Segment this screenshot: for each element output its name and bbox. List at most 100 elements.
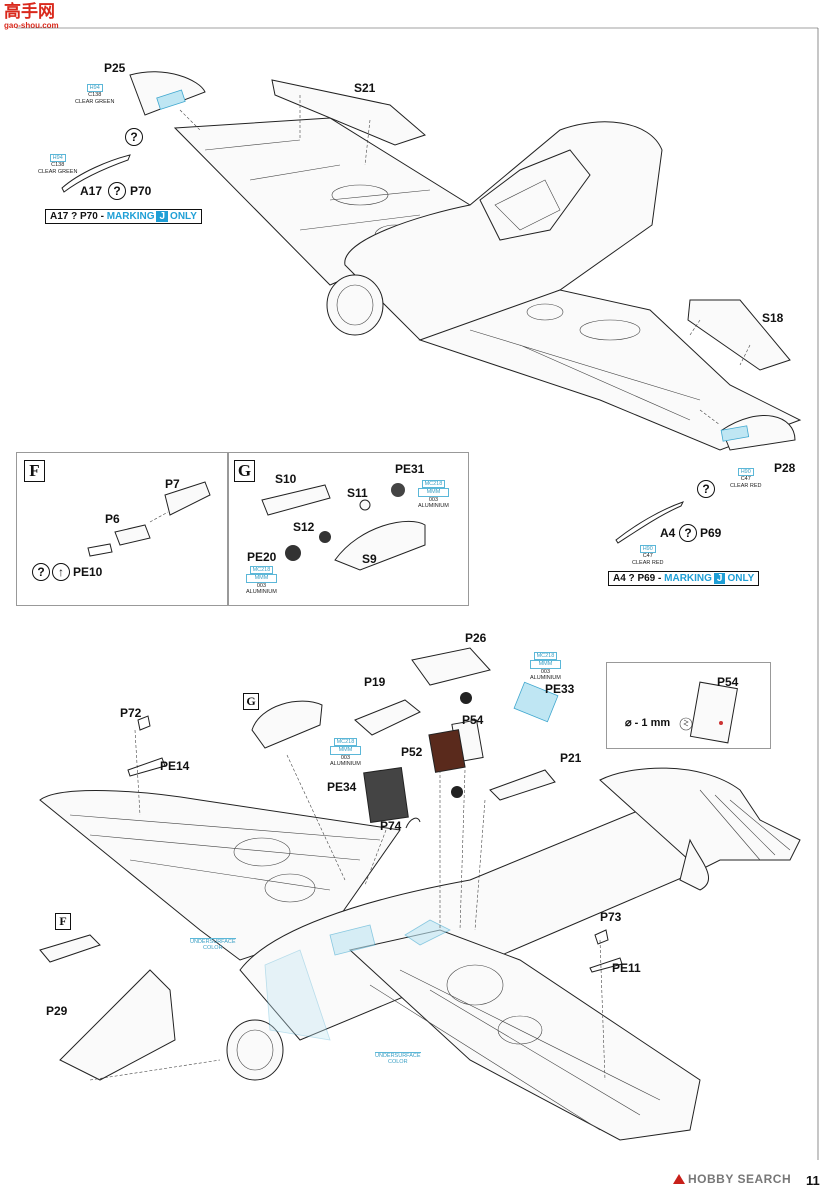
p54-detail-drawing bbox=[679, 681, 738, 744]
marking-note-prefix: A4 ? P69 - bbox=[613, 573, 665, 584]
paint-code-003: 003 bbox=[428, 496, 439, 503]
watermark-logo: 高手网 gao-shou.com bbox=[4, 2, 59, 31]
watermark-site-name: 高手网 bbox=[4, 2, 55, 22]
marking-note-word: MARKING bbox=[664, 573, 712, 584]
label-a17: A17 bbox=[80, 184, 103, 198]
undersurface-line2: COLOR bbox=[387, 1059, 408, 1066]
label-pe34: PE34 bbox=[327, 780, 357, 794]
label-s10: S10 bbox=[275, 472, 297, 486]
label-pe20: PE20 bbox=[247, 550, 277, 564]
paint-code-c47: C47 bbox=[740, 476, 751, 483]
undersurface-line2: COLOR bbox=[202, 945, 223, 952]
paint-name: ALUMINIUM bbox=[246, 588, 277, 595]
paint-callout-pe34: MC218 MMM 003 ALUMINIUM bbox=[330, 738, 361, 767]
label-a4: A4 bbox=[660, 526, 676, 540]
label-s11: S11 bbox=[347, 486, 368, 500]
hobby-search-logo-icon bbox=[673, 1174, 685, 1184]
label-p6: P6 bbox=[105, 512, 120, 526]
marking-note-suffix: ONLY bbox=[170, 211, 197, 222]
label-pe33: PE33 bbox=[545, 682, 575, 696]
paint-code-003: 003 bbox=[540, 668, 551, 675]
label-s18: S18 bbox=[762, 311, 784, 325]
p54-detail-box bbox=[606, 662, 771, 749]
paint-code-h90: H90 bbox=[737, 468, 754, 477]
label-p19: P19 bbox=[364, 675, 386, 689]
undersurface-line1: UNDERSURFACE bbox=[190, 938, 236, 945]
subassembly-panel-f bbox=[16, 452, 229, 606]
undersurface-line1: UNDERSURFACE bbox=[375, 1052, 421, 1059]
label-p7: P7 bbox=[165, 477, 180, 491]
label-p52: P52 bbox=[401, 745, 423, 759]
panel-f-drawing bbox=[87, 481, 211, 557]
hobby-search-brand: HOBBY SEARCH bbox=[688, 1172, 792, 1186]
label-s21: S21 bbox=[354, 81, 376, 95]
paint-name: CLEAR RED bbox=[730, 482, 762, 489]
paint-name: CLEAR GREEN bbox=[38, 168, 78, 175]
watermark-url: gao-shou.com bbox=[4, 21, 59, 30]
panel-g-drawing bbox=[261, 483, 426, 571]
paint-code-h94: H94 bbox=[86, 84, 103, 93]
question-icon: ? bbox=[108, 182, 126, 200]
label-pe11: PE11 bbox=[612, 961, 641, 975]
paint-callout-p25: H94 C138 CLEAR GREEN bbox=[75, 84, 114, 105]
label-p72: P72 bbox=[120, 706, 142, 720]
paint-code-c47: C47 bbox=[642, 553, 653, 560]
paint-name: CLEAR RED bbox=[632, 559, 664, 566]
paint-code-h94: H94 bbox=[49, 154, 66, 163]
panel-g-letter: G bbox=[234, 460, 255, 482]
question-icon: ? bbox=[125, 128, 143, 146]
label-s9: S9 bbox=[362, 552, 377, 566]
hobby-search-watermark: HOBBY SEARCH bbox=[673, 1172, 791, 1186]
paint-code-c138: C138 bbox=[88, 92, 102, 99]
paint-callout-a4: H90 C47 CLEAR RED bbox=[632, 545, 663, 566]
paint-code-mc218: MC218 bbox=[249, 566, 274, 575]
paint-code-mc218: MC218 bbox=[421, 480, 446, 489]
paint-name: ALUMINIUM bbox=[418, 502, 449, 509]
paint-name: CLEAR GREEN bbox=[75, 98, 115, 105]
panel-f-letter: F bbox=[24, 460, 45, 482]
undersurface-color-note: UNDERSURFACE COLOR bbox=[190, 938, 236, 952]
label-p21: P21 bbox=[560, 751, 582, 765]
lower-aircraft-drawing bbox=[39, 647, 801, 1141]
label-p28: P28 bbox=[774, 461, 796, 475]
label-p26: P26 bbox=[465, 631, 487, 645]
paint-code-mc218: MC218 bbox=[333, 738, 358, 747]
question-icon: ? bbox=[697, 480, 715, 498]
drill-hole-note: ⌀ - 1 mm bbox=[625, 717, 671, 729]
label-p25: P25 bbox=[104, 61, 126, 75]
page-number: 11 bbox=[806, 1173, 820, 1188]
subassembly-panel-g bbox=[227, 452, 469, 606]
detail-label-p54: P54 bbox=[717, 675, 739, 689]
marking-letter-badge: J bbox=[156, 211, 169, 222]
label-p73: P73 bbox=[600, 910, 622, 924]
paint-callout-pe33: MC218 MMM 003 ALUMINIUM bbox=[530, 652, 561, 681]
label-p69: P69 bbox=[700, 526, 722, 540]
paint-code-mmm: MMM bbox=[330, 746, 361, 755]
undersurface-color-note: UNDERSURFACE COLOR bbox=[375, 1052, 421, 1066]
paint-code-mmm: MMM bbox=[530, 660, 561, 669]
paint-code-c138: C138 bbox=[51, 162, 65, 169]
label-pe14: PE14 bbox=[160, 759, 190, 773]
paint-code-mc218: MC218 bbox=[533, 652, 558, 661]
marking-note-suffix: ONLY bbox=[727, 573, 755, 584]
upper-aircraft-drawing bbox=[61, 71, 802, 544]
bend-arrow-icon: ↑ bbox=[52, 563, 70, 581]
paint-name: ALUMINIUM bbox=[330, 760, 361, 767]
paint-callout-p28: H90 C47 CLEAR RED bbox=[730, 468, 761, 489]
paint-name: ALUMINIUM bbox=[530, 674, 561, 681]
question-icon: ? bbox=[679, 524, 697, 542]
label-p70: P70 bbox=[130, 184, 152, 198]
label-pe31: PE31 bbox=[395, 462, 425, 476]
paint-callout-pe20: MC218 MMM 003 ALUMINIUM bbox=[246, 566, 277, 595]
marking-note-word: MARKING bbox=[106, 211, 155, 222]
label-p29: P29 bbox=[46, 1004, 68, 1018]
ref-subassembly-f: F bbox=[55, 913, 71, 930]
paint-callout-pe31: MC218 MMM 003 ALUMINIUM bbox=[418, 480, 449, 509]
marking-note-prefix: A17 ? P70 - bbox=[50, 211, 107, 222]
paint-code-003: 003 bbox=[340, 754, 351, 761]
label-s12: S12 bbox=[293, 520, 315, 534]
paint-code-mmm: MMM bbox=[246, 574, 277, 583]
paint-code-003: 003 bbox=[256, 582, 267, 589]
